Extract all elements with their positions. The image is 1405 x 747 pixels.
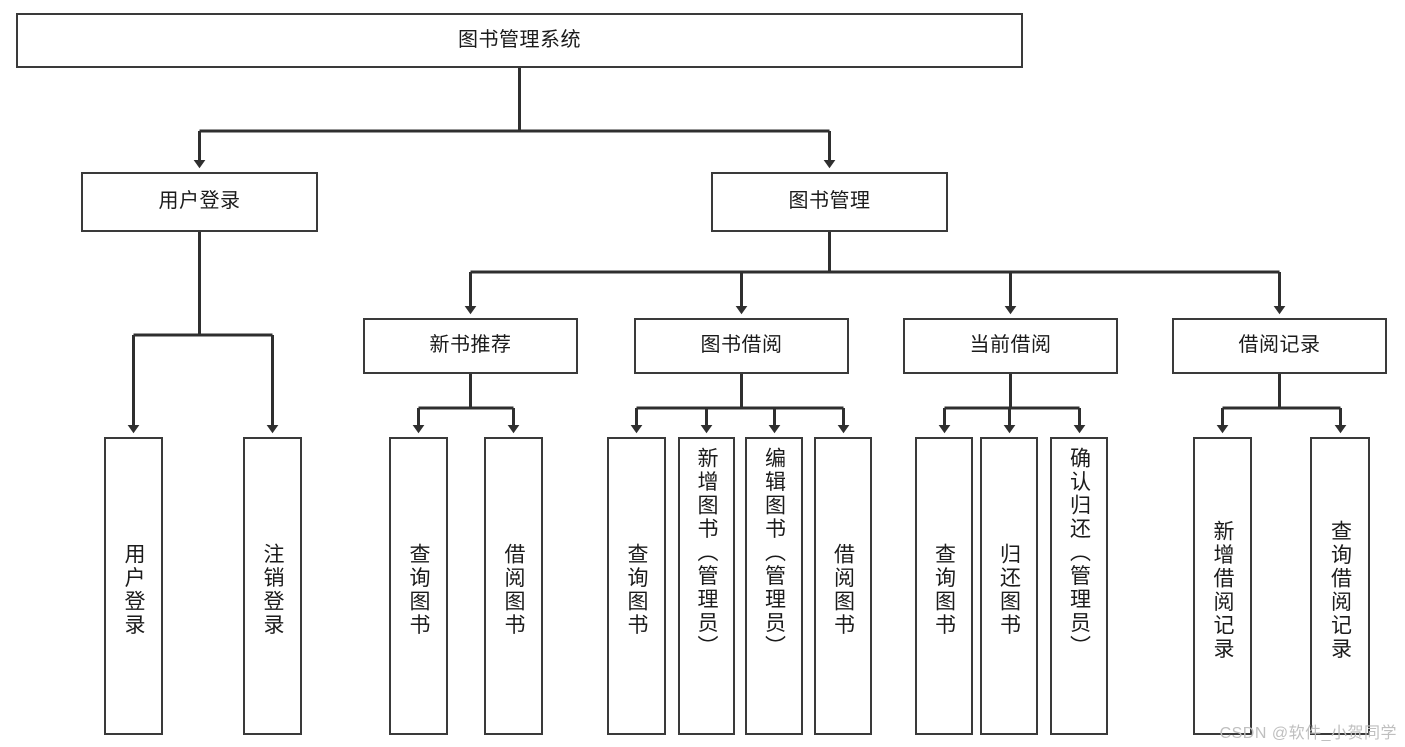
leaf-edit-book[interactable]: 编辑图书（管理员） <box>745 437 803 735</box>
node-user-login-label: 用户登录 <box>158 190 241 213</box>
node-book-borrow-label: 图书借阅 <box>700 334 783 357</box>
leaf-borrow-book-rec[interactable]: 借阅图书 <box>484 437 543 735</box>
node-user-login[interactable]: 用户登录 <box>81 172 318 232</box>
leaf-add-record[interactable]: 新增借阅记录 <box>1193 437 1252 735</box>
leaf-borrow-book-rec-label: 借阅图书 <box>502 543 525 637</box>
node-borrow-record[interactable]: 借阅记录 <box>1172 318 1387 374</box>
leaf-query-record[interactable]: 查询借阅记录 <box>1310 437 1370 735</box>
leaf-logout[interactable]: 注销登录 <box>243 437 302 735</box>
node-current-borrow[interactable]: 当前借阅 <box>903 318 1118 374</box>
leaf-logout-label: 注销登录 <box>261 543 284 637</box>
node-current-borrow-label: 当前借阅 <box>969 334 1052 357</box>
leaf-edit-book-label: 编辑图书（管理员） <box>762 447 786 659</box>
leaf-user-login[interactable]: 用户登录 <box>104 437 163 735</box>
leaf-return-book[interactable]: 归还图书 <box>980 437 1038 735</box>
leaf-query-record-label: 查询借阅记录 <box>1328 519 1352 661</box>
leaf-add-book[interactable]: 新增图书（管理员） <box>678 437 735 735</box>
leaf-user-login-label: 用户登录 <box>122 543 145 637</box>
leaf-confirm-return-label: 确认归还（管理员） <box>1067 447 1091 659</box>
leaf-query-book-rec[interactable]: 查询图书 <box>389 437 448 735</box>
leaf-borrow-book[interactable]: 借阅图书 <box>814 437 872 735</box>
node-new-book-recommend[interactable]: 新书推荐 <box>363 318 578 374</box>
node-root[interactable]: 图书管理系统 <box>16 13 1023 68</box>
leaf-query-book-cur-label: 查询图书 <box>932 543 956 637</box>
leaf-confirm-return[interactable]: 确认归还（管理员） <box>1050 437 1108 735</box>
leaf-query-book-borrow[interactable]: 查询图书 <box>607 437 666 735</box>
leaf-borrow-book-label: 借阅图书 <box>831 543 855 637</box>
leaf-add-book-label: 新增图书（管理员） <box>695 447 718 659</box>
node-new-book-recommend-label: 新书推荐 <box>429 334 512 357</box>
leaf-query-book-borrow-label: 查询图书 <box>625 543 648 637</box>
node-book-manage-label: 图书管理 <box>788 190 871 213</box>
node-borrow-record-label: 借阅记录 <box>1238 334 1321 357</box>
node-root-label: 图书管理系统 <box>458 28 581 51</box>
leaf-query-book-rec-label: 查询图书 <box>407 543 430 637</box>
leaf-add-record-label: 新增借阅记录 <box>1211 519 1234 661</box>
leaf-query-book-cur[interactable]: 查询图书 <box>915 437 973 735</box>
node-book-borrow[interactable]: 图书借阅 <box>634 318 849 374</box>
node-book-manage[interactable]: 图书管理 <box>711 172 948 232</box>
leaf-return-book-label: 归还图书 <box>997 543 1021 637</box>
